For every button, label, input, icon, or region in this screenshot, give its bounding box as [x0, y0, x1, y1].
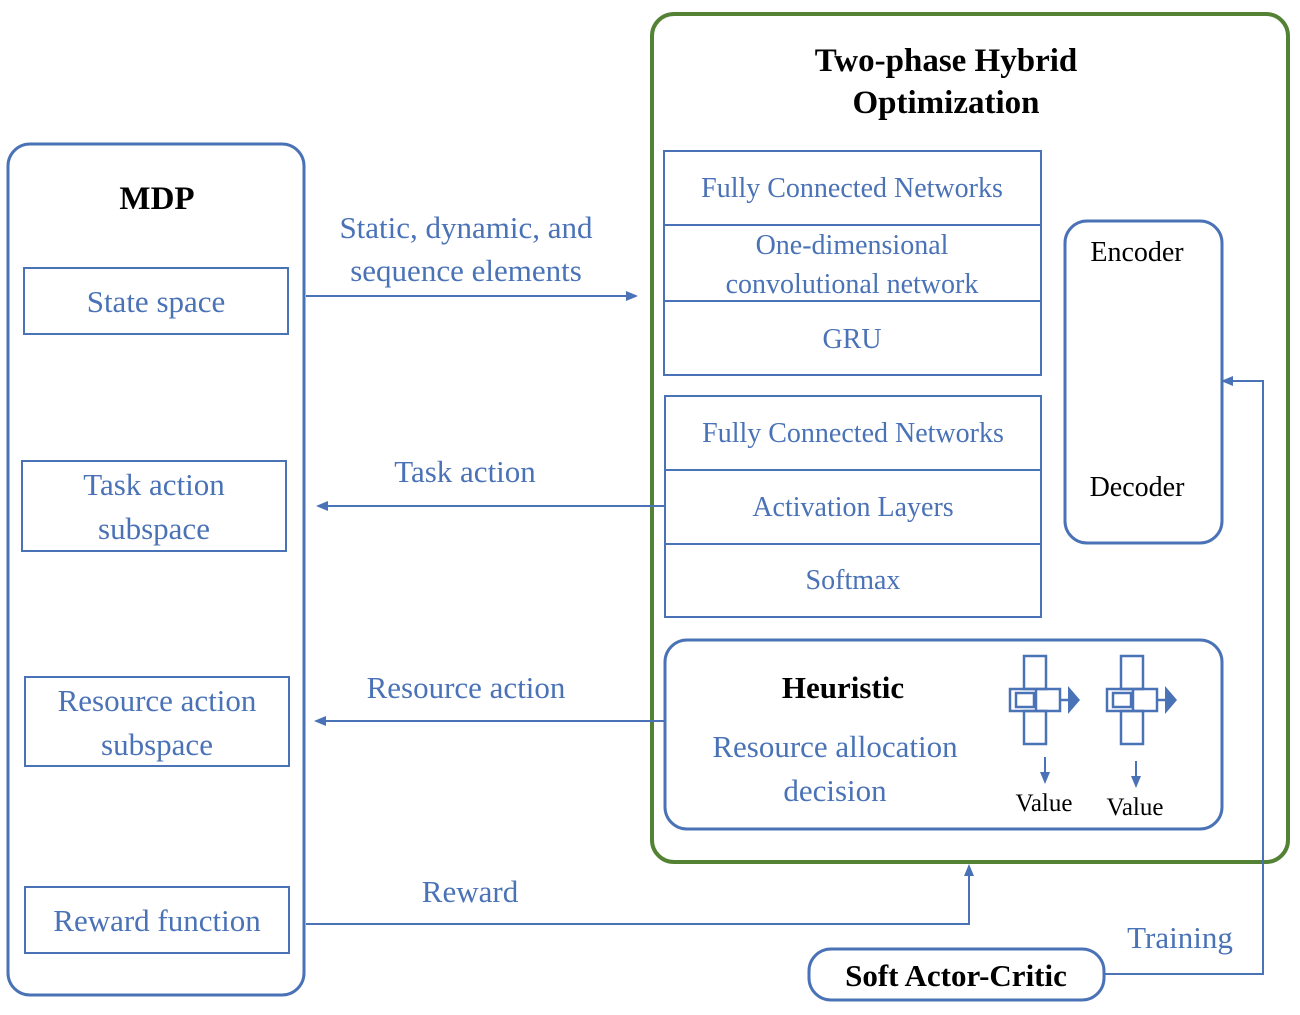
satellite-icon: [1105, 654, 1177, 746]
hybrid-title-line1: Two-phase Hybrid: [815, 43, 1078, 79]
elements-label-line1: Static, dynamic, and: [339, 210, 593, 245]
task-action-arrow-label: Task action: [394, 454, 536, 489]
decoder-activation-label: Activation Layers: [752, 492, 953, 523]
reward-arrow: [306, 864, 974, 925]
state-space-label: State space: [87, 284, 226, 319]
mdp-container: [6, 142, 306, 997]
resource-action-subspace-box: [24, 676, 290, 767]
encoder-conv-label-line1: One-dimensional: [756, 230, 949, 261]
resource-action-subspace-line2: subspace: [101, 727, 213, 762]
task-action-subspace-line1: Task action: [83, 467, 225, 502]
encoder-fully-connected-label: Fully Connected Networks: [701, 173, 1003, 204]
hybrid-optimization-container: [650, 12, 1290, 864]
training-arrow: [1105, 376, 1264, 975]
encoder-gru-label: GRU: [822, 324, 881, 355]
decoder-softmax-label: Softmax: [806, 565, 901, 596]
heuristic-title: Heuristic: [782, 670, 904, 705]
heuristic-box: [663, 638, 1224, 831]
value-label-1: Value: [1016, 790, 1073, 817]
soft-actor-critic-box: [807, 947, 1106, 1002]
task-action-subspace-line2: subspace: [98, 511, 210, 546]
resource-action-arrow-label: Resource action: [367, 670, 566, 705]
elements-label-line2: sequence elements: [350, 253, 582, 288]
reward-arrow-label: Reward: [422, 874, 519, 909]
resource-action-subspace-line1: Resource action: [58, 683, 257, 718]
encoder-label: Encoder: [1090, 237, 1184, 268]
task-action-subspace-box: [21, 460, 287, 552]
hybrid-title-line2: Optimization: [853, 85, 1040, 121]
decoder-label: Decoder: [1090, 472, 1186, 503]
decoder-fully-connected-label: Fully Connected Networks: [702, 418, 1004, 449]
heuristic-desc-line1: Resource allocation: [712, 729, 958, 764]
soft-actor-critic-label: Soft Actor-Critic: [845, 958, 1067, 993]
state-space-box: [23, 267, 289, 335]
value-label-2: Value: [1107, 794, 1164, 821]
encoder-conv-label-line2: convolutional network: [726, 269, 979, 300]
reward-function-label: Reward function: [53, 903, 261, 938]
encoder-stack: Fully Connected Networks One-dimensional…: [663, 150, 1042, 376]
reward-function-box: [24, 886, 290, 954]
decoder-stack: Fully Connected Networks Activation Laye…: [664, 395, 1042, 618]
heuristic-desc-line2: decision: [783, 773, 887, 808]
satellite-icon: [1008, 654, 1080, 746]
training-arrow-label: Training: [1127, 920, 1233, 955]
mdp-title: MDP: [119, 181, 194, 217]
